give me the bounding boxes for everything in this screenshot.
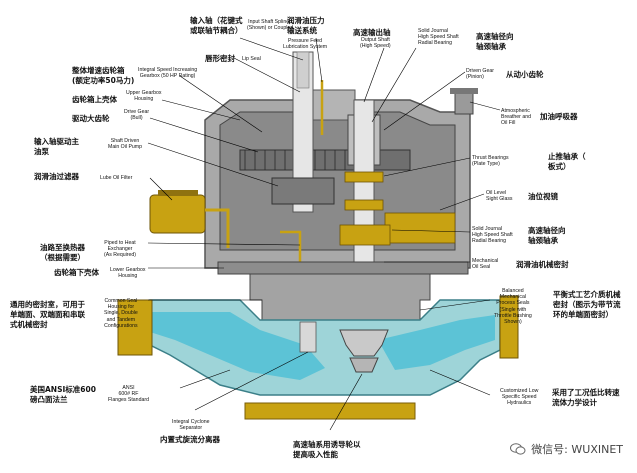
sight-glass-label-cn: 油位视镜 <box>528 192 558 201</box>
main-oil-pump <box>271 177 335 205</box>
input-shaft-label-en: Input Shaft Splined(Shown) or Coupled <box>247 19 294 32</box>
drive-gear-label-cn: 驱动大齿轮 <box>72 114 110 123</box>
breather-cap <box>450 88 478 94</box>
driven-gear-label-en: Driven Gear(Pinion) <box>466 68 494 81</box>
watermark: 微信号: WUXINET <box>510 441 623 457</box>
heat-exchanger-label-cn: 油路至换热器（根据需要） <box>40 243 85 262</box>
discharge-channel <box>378 315 495 370</box>
discharge-flange <box>499 295 519 359</box>
lip-seal-label-cn: 唇形密封 <box>205 54 235 63</box>
lower-housing-label-cn: 齿轮箱下壳体 <box>54 268 99 277</box>
output-shaft-label-en: Output Shaft(High Speed) <box>360 37 391 50</box>
breather-label-cn: 加油呼吸器 <box>540 112 578 121</box>
leader-lines <box>147 37 501 431</box>
suction-channel <box>150 312 325 380</box>
oil-reservoir <box>384 212 456 244</box>
lube-filter-label-cn: 润滑油过滤器 <box>34 172 79 181</box>
main-oil-pump-label-cn: 输入轴驱动主油泵 <box>34 137 79 156</box>
thrust-bearing-lower <box>344 199 384 211</box>
filter-cap <box>158 190 198 196</box>
inducer <box>349 357 379 373</box>
oil-pipe-heat <box>280 230 302 262</box>
solid-journal-top-label-cn: 高速轴径向轴颈轴承 <box>476 32 514 51</box>
seal-housing-label-cn: 通用的密封室，可用于单端面、双端面和串联式机械密封 <box>10 300 85 329</box>
solid-journal-bottom-label-cn: 高速轴径向轴颈轴承 <box>528 226 566 245</box>
drive-gear-label-en: Drive Gear(Bull) <box>124 109 150 122</box>
thrust-bearings-label-en: Thrust Bearings(Plate Type) <box>472 155 509 168</box>
balanced-seal-label-cn: 平衡式工艺介质机械密封（图示为带节流环的单端面密封） <box>553 290 621 319</box>
base-plate <box>244 402 416 420</box>
oil-pipe-filter <box>205 208 230 248</box>
wechat-icon <box>510 443 526 455</box>
radial-bearing <box>339 224 391 246</box>
shaft-spline <box>296 51 310 89</box>
output-shaft-label-cn: 高速输出轴 <box>353 28 391 37</box>
lube-filter-label-en: Lube Oil Filter <box>100 175 133 181</box>
pressure-feed-label-cn: 润滑油压力输送系统 <box>287 16 325 35</box>
inducer-label-cn: 高速轴系用诱导轮以提高吸入性能 <box>293 440 361 459</box>
impeller <box>339 329 389 357</box>
cyclone-label-cn: 内置式旋流分离器 <box>160 435 220 444</box>
lower-gearbox-housing <box>217 261 469 275</box>
upper-housing-label-cn: 齿轮箱上壳体 <box>72 95 117 104</box>
hydraulics-label-cn: 采用了工况低比转速流体力学设计 <box>552 388 620 407</box>
lube-oil-filter <box>149 194 206 234</box>
gearbox-label-cn: 整体增速齿轮箱(额定功率50马力) <box>72 66 135 85</box>
breather <box>454 91 474 115</box>
seal-housing <box>249 273 431 323</box>
driven-gear-label-cn: 从动小齿轮 <box>506 70 544 79</box>
cyclone-separator <box>299 321 317 353</box>
lip-seal-label-en: Lip Seal <box>242 56 261 62</box>
suction-flange <box>117 299 153 356</box>
thrust-bearing <box>344 171 384 183</box>
input-shaft-label-cn: 输入轴（花键式或联轴节耦合） <box>190 16 243 35</box>
watermark-text: 微信号: WUXINET <box>531 443 623 456</box>
thrust-bearings-label-cn: 止推轴承（板式） <box>548 152 586 171</box>
mech-oil-seal-label-cn: 润滑油机械密封 <box>516 260 569 269</box>
